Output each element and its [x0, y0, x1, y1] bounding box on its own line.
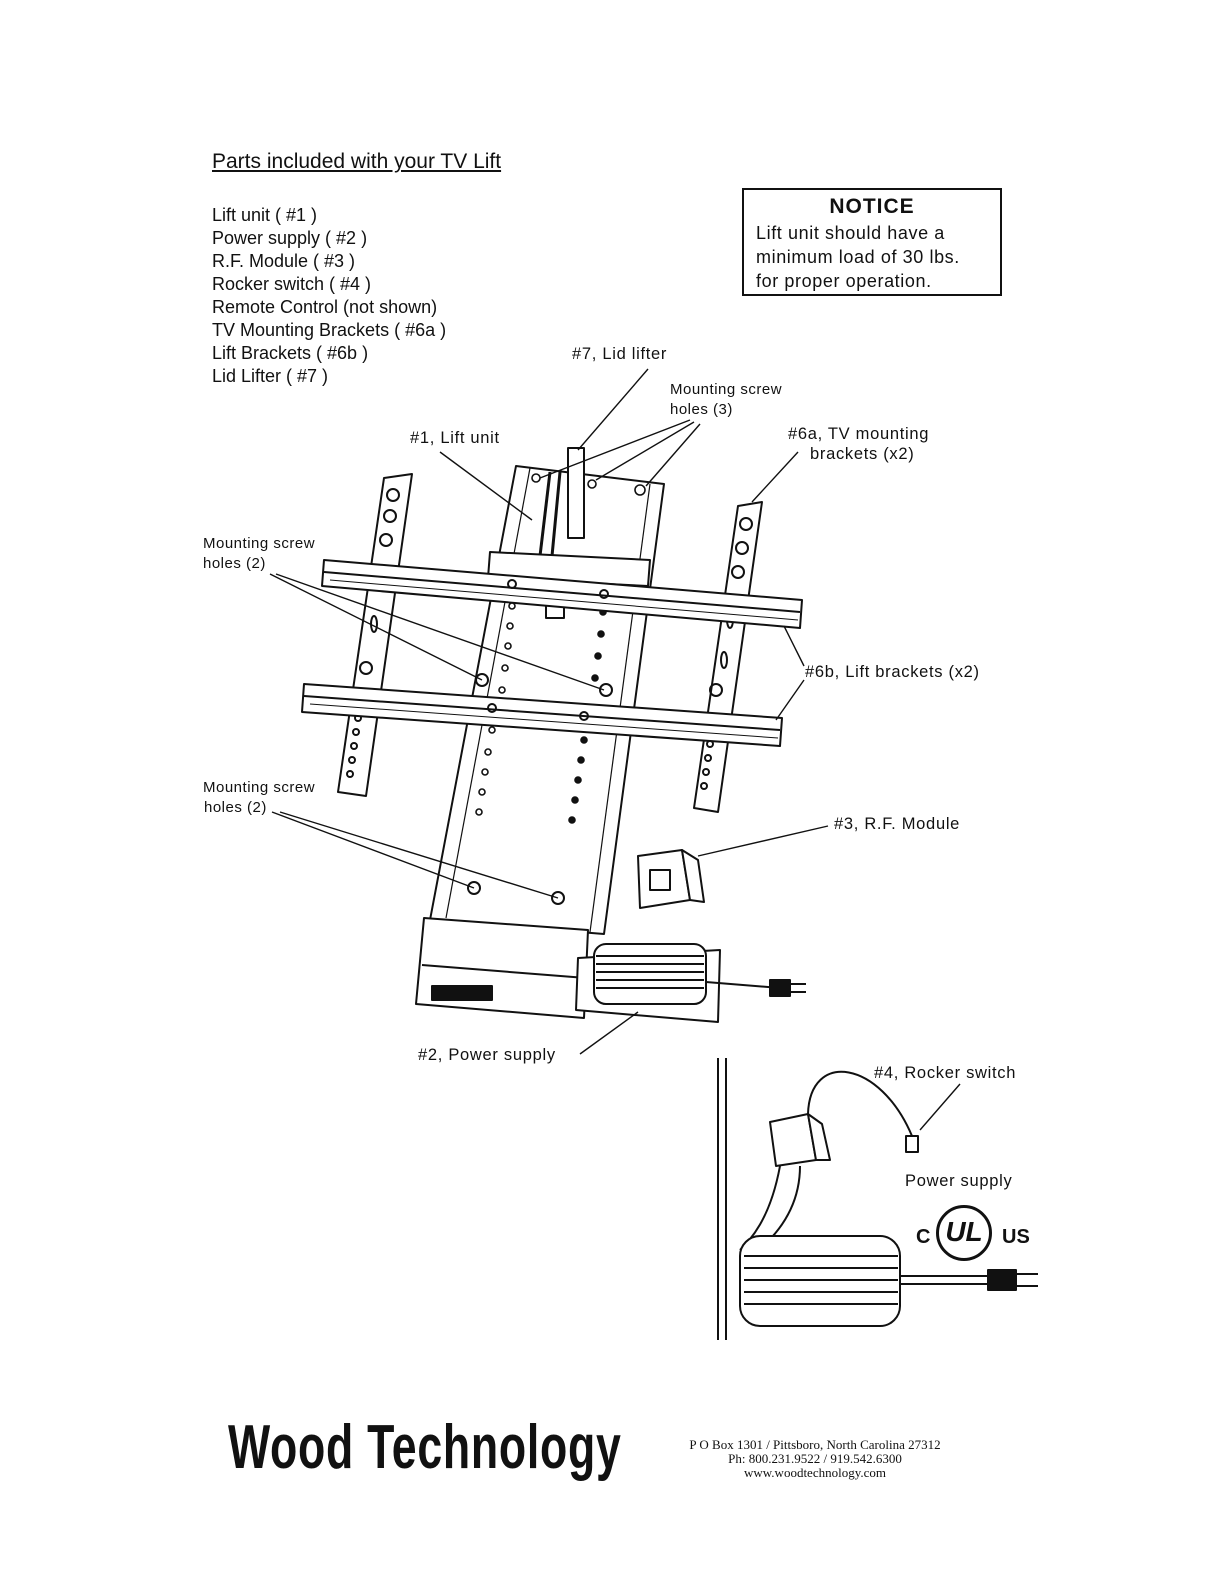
phone-line: Ph: 800.231.9522 / 919.542.6300 [728, 1451, 902, 1466]
callout-rf-module: #3, R.F. Module [834, 815, 961, 833]
callout-tv-brackets: #6a, TV mounting [788, 425, 930, 443]
list-item: Lid Lifter ( #7 ) [212, 366, 329, 386]
brand-logo: Wood Technology [228, 1413, 622, 1482]
parts-list: Lift unit ( #1 ) Power supply ( #2 ) R.F… [212, 204, 446, 388]
callout-mounting-holes-lower: Mounting screw [203, 779, 316, 796]
leader-lines [269, 368, 961, 1131]
address-line: P O Box 1301 / Pittsboro, North Carolina… [689, 1437, 941, 1452]
callout-mounting-holes-top: Mounting screw [670, 381, 783, 398]
callout-tv-brackets-count: brackets (x2) [810, 445, 915, 463]
callout-mounting-holes-upper: Mounting screw [203, 535, 316, 552]
column-holes [467, 473, 646, 905]
ul-c-mark: C [916, 1226, 931, 1248]
rf-module-drawing [637, 849, 705, 909]
website-line: www.woodtechnology.com [743, 1465, 886, 1480]
power-supply-drawing [575, 943, 806, 1023]
list-item: Lift Brackets ( #6b ) [212, 343, 369, 363]
lift-bracket-upper-drawing [321, 559, 803, 629]
notice-line: for proper operation. [756, 271, 932, 291]
notice-line: minimum load of 30 lbs. [756, 247, 960, 267]
list-item: Rocker switch ( #4 ) [212, 274, 372, 294]
tv-bracket-left-drawing [337, 473, 413, 797]
callout-mounting-holes-top-count: holes (3) [670, 401, 733, 418]
list-item: Remote Control (not shown) [212, 297, 438, 317]
callout-power-supply: #2, Power supply [418, 1046, 556, 1064]
list-item: TV Mounting Brackets ( #6a ) [212, 320, 447, 340]
notice-title: NOTICE [829, 195, 915, 218]
callout-power-supply-inset: Power supply [905, 1172, 1013, 1190]
tv-bracket-right-drawing [693, 501, 763, 813]
callout-lift-brackets: #6b, Lift brackets (x2) [805, 663, 980, 681]
page-title: Parts included with your TV Lift [212, 150, 502, 173]
ul-logo-icon: UL [936, 1205, 992, 1261]
company-address: P O Box 1301 / Pittsboro, North Carolina… [680, 1438, 950, 1480]
callout-mounting-holes-lower-count: holes (2) [204, 799, 267, 816]
inset-drawing [717, 1058, 1038, 1340]
list-item: Lift unit ( #1 ) [212, 205, 318, 225]
callout-lift-unit: #1, Lift unit [410, 429, 500, 447]
callout-lid-lifter: #7, Lid lifter [572, 345, 668, 363]
list-item: Power supply ( #2 ) [212, 228, 368, 248]
notice-text: Lift unit should have a minimum load of … [756, 221, 1000, 293]
list-item: R.F. Module ( #3 ) [212, 251, 356, 271]
ul-us-mark: US [1002, 1226, 1030, 1248]
callout-rocker-switch: #4, Rocker switch [874, 1064, 1017, 1082]
lift-bracket-lower-drawing [301, 683, 783, 747]
notice-line: Lift unit should have a [756, 223, 945, 243]
callout-mounting-holes-upper-count: holes (2) [203, 555, 266, 572]
notice-box: NOTICE Lift unit should have a minimum l… [742, 188, 1002, 296]
